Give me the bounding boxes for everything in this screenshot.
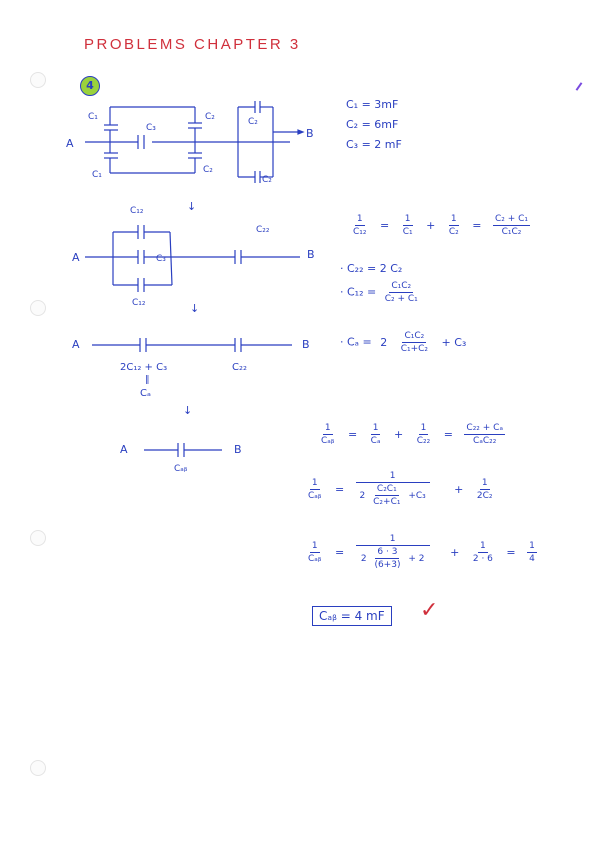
label-ca: Cₐ	[140, 388, 151, 399]
label-a: A	[66, 137, 74, 150]
label-c1-bot: C₁	[92, 170, 102, 180]
label-c2-bot: C₂	[203, 165, 213, 175]
problem-number-badge: 4	[80, 76, 100, 96]
label-c1-top: C₁	[88, 112, 98, 122]
label-equals-sign: ‖	[145, 375, 150, 385]
down-arrow-1: ↓	[187, 200, 197, 213]
label-c2-right: C₂	[248, 117, 258, 127]
label-cab: Cₐᵦ	[174, 464, 188, 474]
label-c2-top: C₂	[205, 112, 215, 122]
punch-hole-3	[30, 530, 46, 546]
punch-hole-4	[30, 760, 46, 776]
check-mark-icon: ✓	[420, 598, 439, 623]
equation-c22: · C₂₂ = 2 C₂	[340, 262, 403, 275]
label-c12-bot: C₁₂	[132, 298, 146, 308]
label-b: B	[306, 127, 314, 140]
down-arrow-3: ↓	[183, 404, 193, 417]
label-c2-right-bot: C₂	[262, 175, 272, 185]
circuit-diagram-original	[85, 101, 305, 183]
label-c22: C₂₂	[232, 362, 247, 373]
label-a: A	[72, 251, 80, 264]
label-b: B	[234, 443, 242, 456]
circuit-diagram-final	[144, 443, 222, 457]
given-c3: C₃ = 2 mF	[346, 138, 402, 151]
final-answer: Cₐᵦ = 4 mF	[312, 606, 392, 626]
punch-hole-1	[30, 72, 46, 88]
down-arrow-2: ↓	[190, 302, 200, 315]
label-b: B	[302, 338, 310, 351]
given-c2: C₂ = 6mF	[346, 118, 399, 131]
label-c22: C₂₂	[256, 225, 270, 235]
label-ca-expression: 2C₁₂ + C₃	[120, 362, 168, 373]
label-c3: C₃	[156, 254, 166, 264]
label-a: A	[72, 338, 80, 351]
pen-mark	[575, 82, 583, 91]
punch-hole-2	[30, 300, 46, 316]
label-a: A	[120, 443, 128, 456]
label-c3: C₃	[146, 123, 156, 133]
label-c12-top: C₁₂	[130, 206, 144, 216]
page-title: PROBLEMS CHAPTER 3	[84, 36, 301, 53]
circuit-diagram-step-2	[85, 225, 300, 292]
label-b: B	[307, 248, 315, 261]
given-c1: C₁ = 3mF	[346, 98, 399, 111]
circuit-diagram-step-3	[92, 338, 292, 352]
